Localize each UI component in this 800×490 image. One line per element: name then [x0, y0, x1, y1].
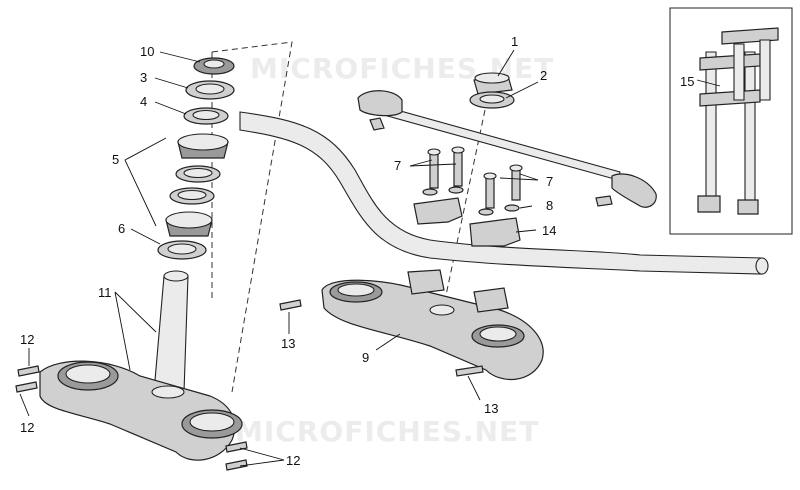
lower-yoke-with-stem [39, 270, 243, 461]
callout-12-bottom: 12 [286, 453, 300, 468]
handlebar-clamps [413, 197, 521, 247]
steering-head-bearing-stack [157, 57, 235, 260]
callout-7-right: 7 [546, 174, 553, 189]
callout-14: 14 [542, 223, 556, 238]
callout-12-top: 12 [20, 332, 34, 347]
steering-stem-nut [469, 72, 515, 109]
watermark-bottom: MICROFICHES.NET [235, 415, 539, 448]
callout-9: 9 [362, 350, 369, 365]
callout-13-right: 13 [484, 401, 498, 416]
callout-15: 15 [680, 74, 694, 89]
callout-10: 10 [140, 44, 154, 59]
pinch-bolts-lower [15, 365, 248, 471]
callout-7-left: 7 [394, 158, 401, 173]
callout-11: 11 [98, 285, 112, 300]
handlebar [239, 111, 763, 275]
callout-5: 5 [112, 152, 119, 167]
callout-12-left: 12 [20, 420, 34, 435]
callout-3: 3 [140, 70, 147, 85]
callout-4: 4 [140, 94, 147, 109]
leader-lines [19, 49, 721, 467]
handlebar-clamp-bolts [422, 146, 523, 216]
callout-labels: 10 3 4 5 6 11 12 12 12 1 2 7 7 8 14 9 13… [20, 34, 694, 468]
callout-8: 8 [546, 198, 553, 213]
upper-yoke [321, 269, 544, 381]
front-fork-inset [669, 7, 793, 235]
crossbar-assembly [357, 90, 657, 208]
callout-2: 2 [540, 68, 547, 83]
callout-6: 6 [118, 221, 125, 236]
callout-1: 1 [511, 34, 518, 49]
callout-13-left: 13 [281, 336, 295, 351]
upper-yoke-bolts [279, 299, 484, 377]
